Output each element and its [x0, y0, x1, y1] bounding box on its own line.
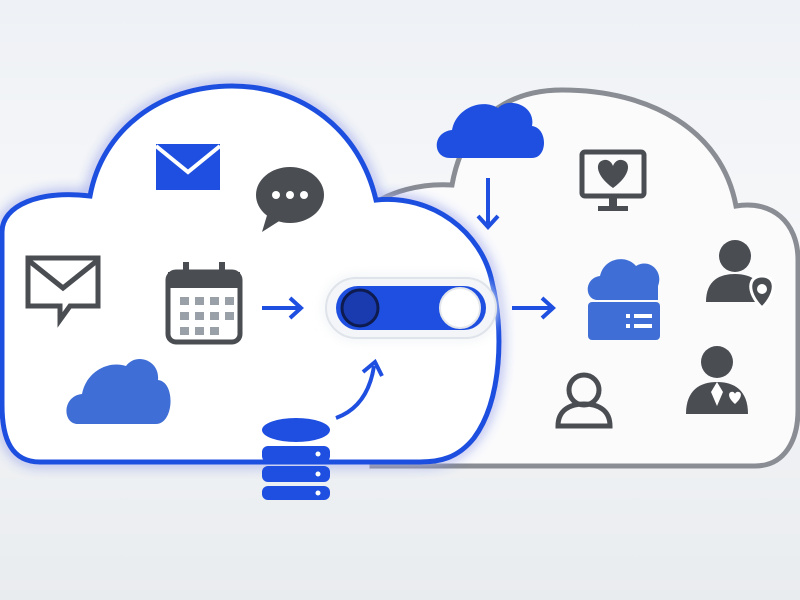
cloud-server-icon [587, 259, 660, 340]
toggle-knob-left [340, 288, 380, 328]
database-icon [262, 418, 330, 500]
businessman-heart-icon [686, 346, 748, 414]
message-mail-icon [25, 255, 101, 328]
chat-bubble-icon [256, 167, 324, 232]
toggle-knob [439, 287, 481, 329]
calendar-icon [165, 262, 243, 345]
arrow-down-icon [476, 178, 500, 230]
cloud-icon [66, 358, 171, 424]
mail-icon [154, 144, 222, 190]
arrow-right-icon [512, 296, 556, 320]
toggle-switch[interactable] [325, 277, 497, 339]
arrow-right-icon [262, 296, 304, 320]
user-icon [555, 372, 613, 429]
user-location-icon [706, 240, 775, 311]
arrow-curve-up-icon [335, 358, 384, 420]
monitor-heart-icon [579, 149, 647, 211]
upload-cloud-icon [436, 102, 544, 158]
